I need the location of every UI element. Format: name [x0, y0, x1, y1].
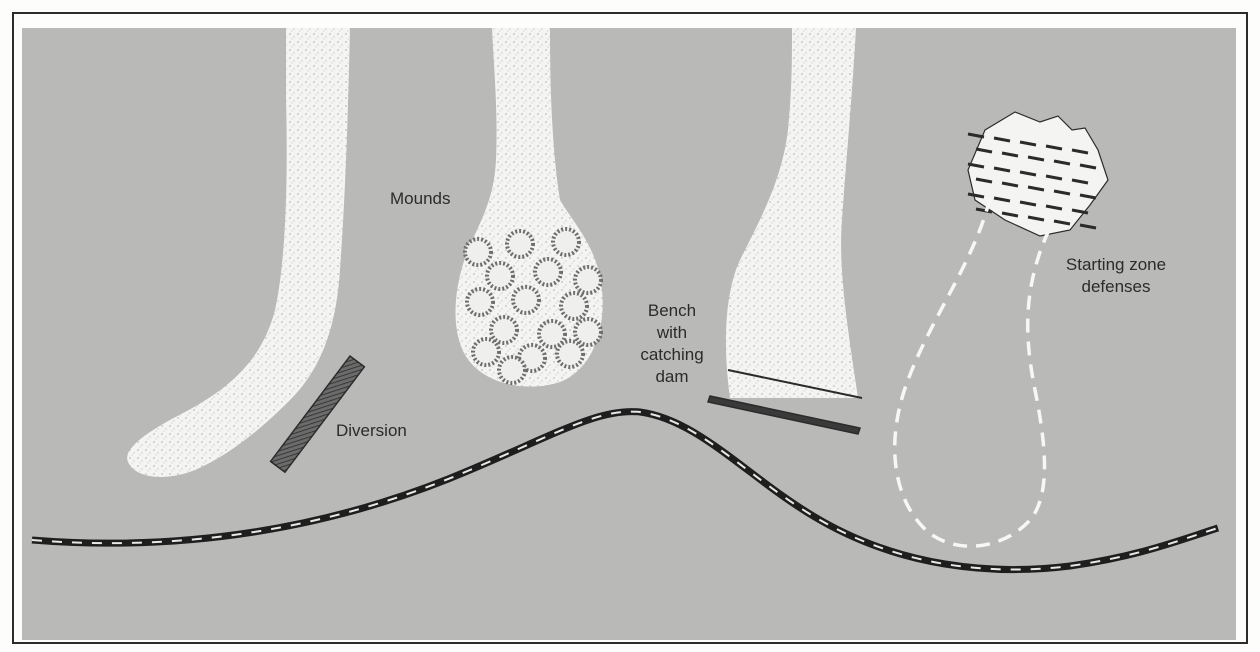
diversion-label: Diversion [336, 420, 407, 442]
mound [557, 341, 583, 367]
mound [561, 293, 587, 319]
mound [507, 231, 533, 257]
mound [553, 229, 579, 255]
bench-label-line-4: dam [622, 366, 722, 388]
mound [535, 259, 561, 285]
mound [491, 317, 517, 343]
bench-label-line-2: with [622, 322, 722, 344]
mound [487, 263, 513, 289]
mound [499, 357, 525, 383]
mound [465, 239, 491, 265]
starting-zone-label: Starting zone defenses [1056, 254, 1176, 298]
mound [575, 319, 601, 345]
mound [473, 339, 499, 365]
bench-label: Bench with catching dam [622, 300, 722, 388]
mound [467, 289, 493, 315]
starting-zone-label-line-1: Starting zone [1056, 254, 1176, 276]
starting-zone-label-line-2: defenses [1056, 276, 1176, 298]
mound [575, 267, 601, 293]
mound [513, 287, 539, 313]
bench-label-line-1: Bench [622, 300, 722, 322]
mounds-label: Mounds [390, 188, 450, 210]
bench-label-line-3: catching [622, 344, 722, 366]
